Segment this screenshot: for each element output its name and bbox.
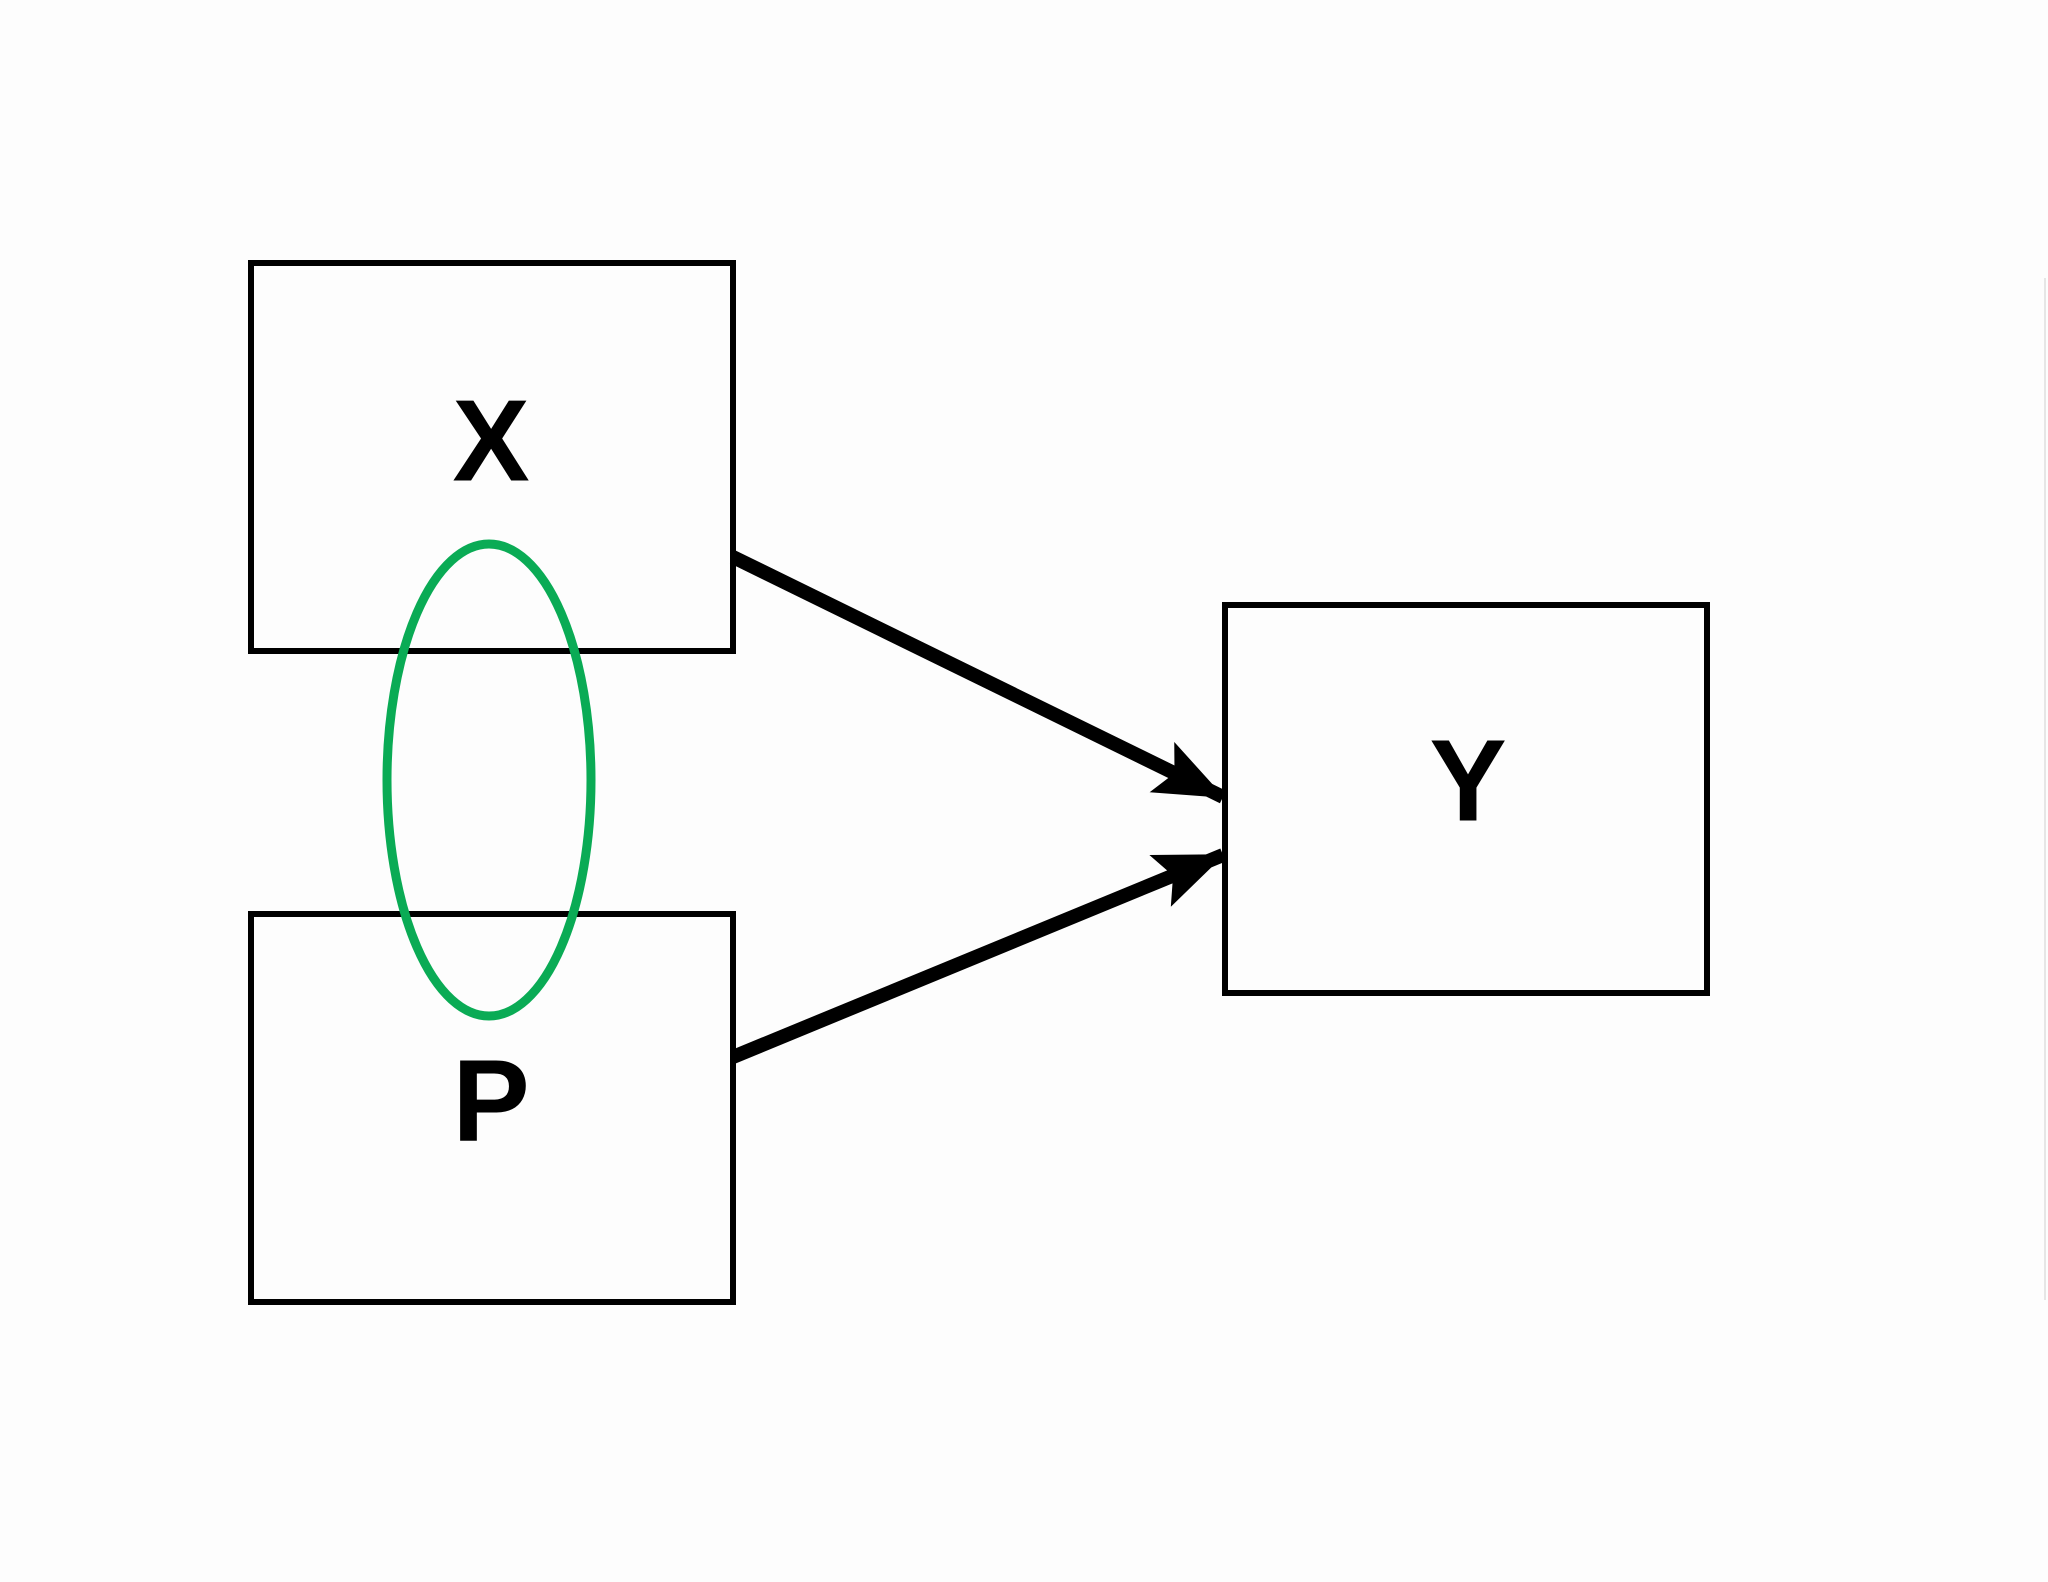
node-p: P xyxy=(248,911,736,1305)
node-x-box xyxy=(248,260,736,654)
node-y: Y xyxy=(1222,602,1710,996)
node-x: X xyxy=(248,260,736,654)
correlation-ellipse xyxy=(382,539,596,1021)
node-p-box xyxy=(248,911,736,1305)
node-p-label: P xyxy=(452,1036,529,1166)
node-y-label: Y xyxy=(1429,716,1506,846)
node-y-box xyxy=(1222,602,1710,996)
arrow-p-to-y xyxy=(730,848,1226,1064)
arrow-x-to-y xyxy=(729,550,1227,804)
node-x-label: X xyxy=(452,376,529,506)
